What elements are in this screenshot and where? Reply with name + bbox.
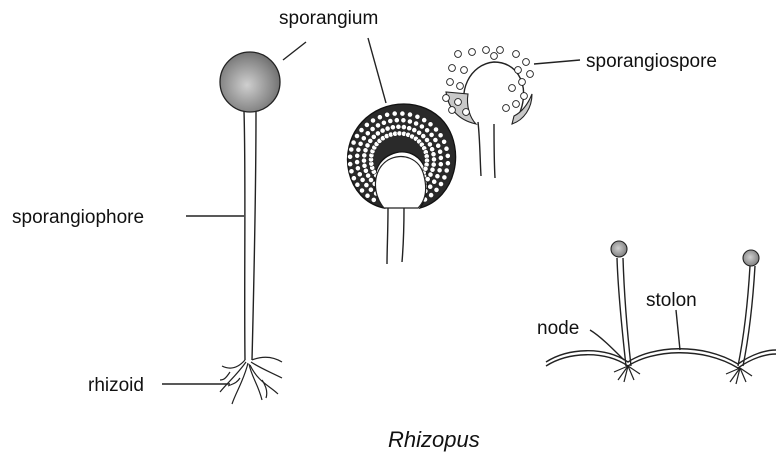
label-sporangiospore: sporangiospore (586, 51, 717, 72)
sporangium-head (220, 52, 280, 112)
sporangium-section-figure (348, 38, 456, 264)
ruptured-sporangium-figure (443, 47, 580, 178)
small-sporangium-left (611, 241, 627, 257)
node-rhizoids-left (614, 366, 640, 382)
sporangiophore-stalk (244, 111, 245, 360)
sporangium-leader-left (283, 42, 306, 60)
sporangiospore-leader (534, 60, 580, 64)
label-node: node (537, 318, 579, 339)
stolon-line (546, 353, 776, 368)
stolon-figure (546, 241, 776, 384)
label-sporangiophore: sporangiophore (12, 207, 144, 228)
columella (375, 157, 425, 208)
caption: Rhizopus (388, 427, 480, 452)
whole-plant-figure (162, 42, 306, 404)
label-sporangium: sporangium (279, 8, 378, 29)
sporangiospore-dots (443, 47, 534, 116)
node-rhizoids-right (726, 368, 752, 384)
sporangium-leader (368, 38, 386, 103)
stolon-leader (676, 310, 680, 350)
label-rhizoid: rhizoid (88, 375, 144, 396)
rhizoid-cluster (220, 357, 282, 404)
small-sporangium-right (743, 250, 759, 266)
label-stolon: stolon (646, 290, 697, 311)
